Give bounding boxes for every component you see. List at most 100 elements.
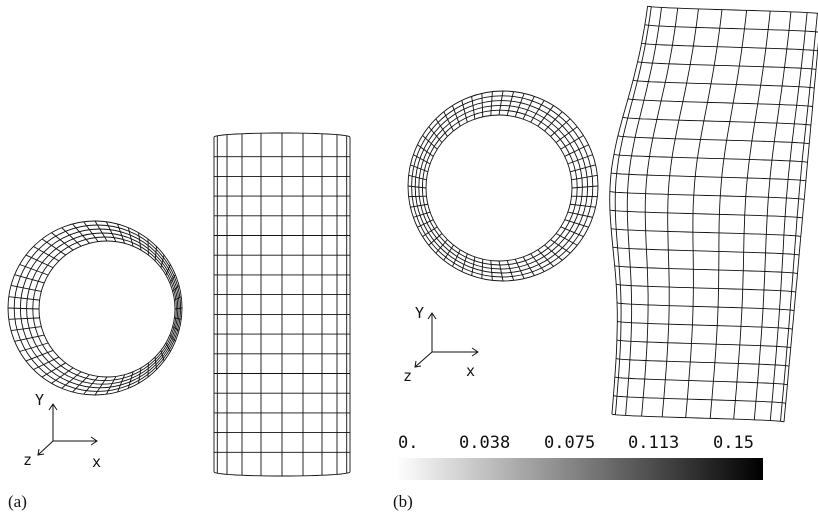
panel-a: Y z x (a) xyxy=(7,132,351,511)
cylinder-hoop-line xyxy=(616,339,791,349)
ring-radial-line xyxy=(138,232,142,251)
ring-radial-line xyxy=(471,256,476,276)
ring-radial-line xyxy=(174,307,183,310)
ring-radial-line xyxy=(490,91,493,116)
ring-radial-line xyxy=(560,135,584,150)
ring-radial-line xyxy=(514,93,525,117)
ring-radial-line xyxy=(570,203,596,208)
ring-radial-line xyxy=(471,96,476,120)
cylinder-hoop-line xyxy=(617,320,793,330)
ring-radial-line xyxy=(407,185,427,189)
ring-radial-line xyxy=(160,254,165,268)
ring-radial-line xyxy=(417,219,434,228)
ring-radial-line xyxy=(522,96,535,120)
x-arrowhead xyxy=(90,436,98,446)
ring-radial-line xyxy=(522,256,535,276)
ring-radial-line xyxy=(452,249,461,267)
ring-radial-line xyxy=(564,144,589,157)
ring-radial-line xyxy=(154,246,157,261)
ring-radial-line xyxy=(14,334,45,342)
ring-radial-line xyxy=(25,254,54,269)
cylinder-hoop-line xyxy=(213,132,351,138)
z-axis-label: z xyxy=(403,367,412,385)
cylinder-hoop-line xyxy=(614,265,798,275)
cylinder-hoop-line xyxy=(609,209,803,219)
ring-radial-line xyxy=(530,253,545,272)
ring-radial-line xyxy=(138,367,142,384)
ring-radial-line xyxy=(410,203,428,208)
ring-radial-line xyxy=(428,233,443,246)
cylinder-hoop-line xyxy=(644,24,818,33)
z-axis-arrow xyxy=(414,351,433,368)
ring-radial-line xyxy=(83,376,99,395)
ring-radial-line xyxy=(481,93,484,117)
cylinder-hoop-line xyxy=(641,42,818,52)
ring-radial-line xyxy=(550,118,571,137)
cylinder-hoop-line xyxy=(627,98,813,108)
ring-radial-line xyxy=(105,376,117,395)
ring-end-view-b xyxy=(407,90,599,282)
ring-radial-line xyxy=(165,342,171,352)
ring-radial-line xyxy=(19,264,49,276)
ring-radial-line xyxy=(174,296,182,301)
cylinder-hoop-line xyxy=(613,395,786,404)
ring-radial-line xyxy=(8,296,40,301)
ring-radial-line xyxy=(567,154,593,165)
ring-inner-edge xyxy=(38,240,176,378)
ring-radial-line xyxy=(160,350,165,362)
ring-radial-line xyxy=(506,91,515,116)
ring-radial-line xyxy=(165,264,171,276)
colorbar-tick-1: 0.038 xyxy=(459,433,510,453)
ring-radial-line xyxy=(422,135,438,150)
y-arrowhead xyxy=(427,312,437,320)
ring-radial-line xyxy=(498,260,504,282)
ring-radial-line xyxy=(41,238,66,256)
ring-radial-line xyxy=(560,226,584,237)
ring-radial-line xyxy=(506,260,515,281)
ring-radial-line xyxy=(443,111,454,132)
ring-radial-line xyxy=(25,349,54,362)
ring-radial-line xyxy=(490,260,493,281)
panel-b-label: (b) xyxy=(393,492,413,511)
cylinder-side-view-a xyxy=(213,132,351,477)
ring-radial-line xyxy=(154,357,157,370)
ring-radial-line xyxy=(537,249,554,267)
x-axis-label: x xyxy=(92,453,101,471)
ring-radial-line xyxy=(117,374,126,393)
cylinder-hoop-line xyxy=(632,79,815,89)
ring-radial-line xyxy=(570,164,596,173)
ring-radial-line xyxy=(41,362,66,378)
colorbar-tick-3: 0.113 xyxy=(628,433,679,453)
y-arrowhead xyxy=(48,403,58,411)
ring-radial-line xyxy=(555,126,578,143)
ring-radial-line xyxy=(72,374,90,393)
ring-radial-line xyxy=(461,253,468,272)
ring-radial-line xyxy=(7,307,40,310)
ring-radial-line xyxy=(530,100,545,123)
ring-radial-line xyxy=(83,221,99,242)
ring-radial-line xyxy=(481,259,484,279)
ring-radial-line xyxy=(33,246,60,262)
ring-radial-line xyxy=(172,326,180,331)
cylinder-hoop-line xyxy=(616,283,796,293)
cylinder-hoop-line xyxy=(609,191,805,200)
ring-radial-line xyxy=(33,356,60,370)
cylinder-hoop-line xyxy=(612,246,800,256)
ring-radial-line xyxy=(567,211,593,218)
y-axis-label: Y xyxy=(415,304,424,322)
ring-radial-line xyxy=(94,220,108,242)
z-arrowhead xyxy=(37,448,45,456)
ring-radial-line xyxy=(422,226,438,237)
ring-radial-line xyxy=(555,233,578,246)
ring-radial-line xyxy=(571,174,598,181)
ring-radial-line xyxy=(571,185,599,189)
cylinder-hoop-line xyxy=(610,172,807,182)
z-arrowhead xyxy=(414,360,422,368)
ring-radial-line xyxy=(564,219,589,228)
ring-radial-line xyxy=(105,221,117,242)
ring-radial-line xyxy=(8,317,40,320)
ring-radial-line xyxy=(428,126,443,143)
ring-inner-edge xyxy=(425,114,573,262)
ring-radial-line xyxy=(169,334,176,342)
